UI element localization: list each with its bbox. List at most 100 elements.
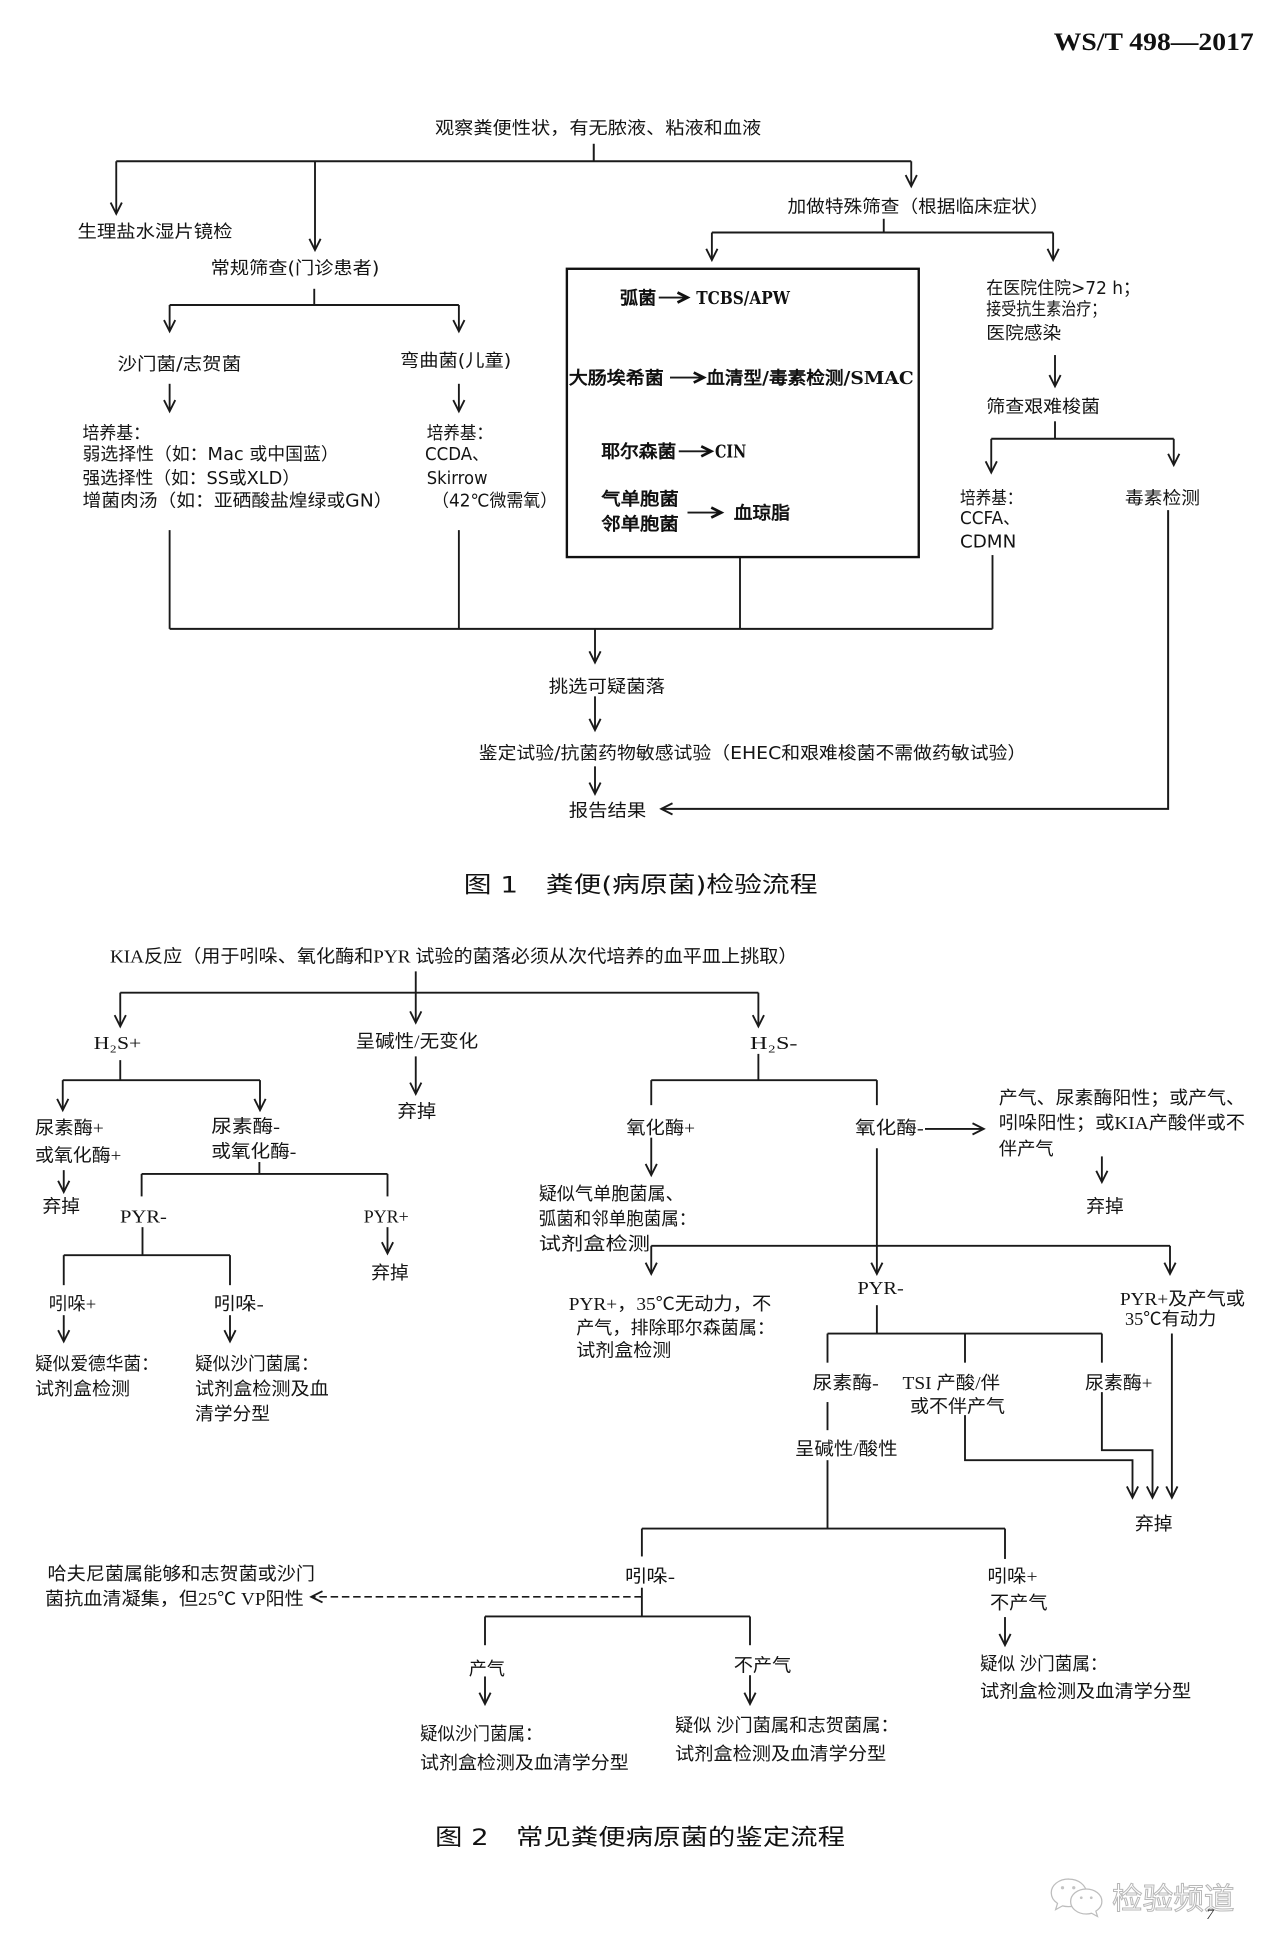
watermark-text: 检验频道	[1112, 1882, 1235, 1917]
result-salmonella-gas: 疑似沙门菌属：	[420, 1724, 543, 1744]
arrow-to-discard	[964, 1415, 1139, 1500]
node-tsi-acid: 或不伴产气	[910, 1397, 1005, 1417]
wechat-icon	[1050, 1878, 1103, 1918]
media-line: CCFA、	[960, 509, 1020, 529]
node-alkaline-no-change: 呈碱性/无变化	[356, 1032, 479, 1052]
figure-2-caption: 图 2 常见粪便病原菌的鉴定流程	[435, 1825, 845, 1851]
node-special-screening: 加做特殊筛查（根据临床症状）	[788, 198, 1049, 218]
arrow-left-to-report	[659, 510, 1170, 816]
media-line: （42℃微需氧）	[432, 491, 557, 511]
media-line: 培养基：	[83, 424, 151, 444]
medium-ecoli: 血清型/毒素检测/SMAC	[706, 368, 914, 389]
note-hafnia: 哈夫尼菌属能够和志贺菌或沙门	[48, 1564, 316, 1584]
media-line: CDMN	[960, 533, 1016, 553]
result-edwardsiella-test: 试剂盒检测	[35, 1379, 130, 1399]
criteria-line: 在医院住院>72 h；	[986, 279, 1140, 299]
media-line: 强选择性（如：SS或XLD）	[83, 469, 301, 489]
node-h2s-negative: H₂S-	[750, 1033, 798, 1053]
node-hospital-criteria: 在医院住院>72 h； 接受抗生素治疗； 医院感染	[986, 279, 1140, 344]
node-cdiff-screening: 筛查艰难梭菌	[986, 398, 1100, 418]
node-discard: 弃掉	[1135, 1514, 1173, 1534]
medium-vibrio: TCBS/APW	[696, 289, 790, 309]
result-salmonella-shigella-test: 试剂盒检测及血清学分型	[675, 1744, 886, 1764]
node-oxidase-negative: 或氧化酶-	[211, 1142, 296, 1162]
organism-yersinia: 耶尔森菌	[601, 442, 676, 463]
media-line: 培养基：	[960, 489, 1023, 509]
node-oxidase-positive: 氧化酶+	[626, 1118, 695, 1138]
node-discard: 弃掉	[1086, 1197, 1124, 1217]
node-identification: 鉴定试验/抗菌药物敏感试验（EHEC和艰难梭菌不需做药敏试验）	[479, 744, 1027, 764]
node-urease-positive: 尿素酶+	[35, 1118, 104, 1138]
h2s-negative-branch: 氧化酶+ 氧化酶- 疑似气单胞菌属、 弧菌和邻单胞菌属： 试剂盒检测 产气、尿素…	[45, 1088, 1245, 1773]
h2s-positive-branch: 尿素酶+ 或氧化酶+ 尿素酶- 或氧化酶- 弃掉 PYR- PYR+ 弃掉 吲哚…	[35, 1117, 409, 1425]
watermark: 检验频道	[1050, 1878, 1235, 1918]
node-pyr-positive-nonmotile: 试剂盒检测	[576, 1340, 671, 1360]
note-hafnia: 菌抗血清凝集，但25℃ VP阳性	[45, 1589, 304, 1609]
node-indole-positive: 吲哚+	[988, 1567, 1038, 1587]
result-salmonella-indole-test: 试剂盒检测及血清学分型	[980, 1682, 1191, 1702]
node-exclusion-criteria: 吲哚阳性；或KIA产酸伴或不	[999, 1113, 1245, 1133]
node-urease-negative: 尿素酶-	[813, 1373, 879, 1393]
node-h2s-positive: H₂S+	[94, 1033, 142, 1053]
node-indole-negative: 吲哚-	[625, 1567, 675, 1587]
result-aeromonas: 弧菌和邻单胞菌属：	[539, 1209, 697, 1229]
figure-1-caption: 图 1 粪便(病原菌)检验流程	[464, 873, 818, 899]
result-salmonella-shigella: 疑似 沙门菌属和志贺菌属：	[675, 1715, 899, 1735]
node-oxidase-positive: 或氧化酶+	[35, 1145, 121, 1165]
organism-aeromonas: 气单胞菌	[600, 489, 679, 510]
node-salmonella-media: 培养基： 弱选择性（如：Mac 或中国蓝） 强选择性（如：SS或XLD） 增菌肉…	[83, 424, 393, 512]
figure-1-flowchart: 观察粪便性状，有无脓液、粘液和血液 生理盐水湿片镜检 常规筛查(门诊患者) 加做…	[78, 119, 1201, 899]
media-line: 增菌肉汤（如：亚硒酸盐煌绿或GN）	[83, 491, 393, 511]
media-line: Skirrow	[427, 469, 488, 489]
special-screening-box: 弧菌 TCBS/APW 大肠埃希菌 血清型/毒素检测/SMAC 耶尔森菌 CIN…	[565, 267, 920, 559]
node-pyr-positive-motile: PYR+及产气或	[1120, 1289, 1245, 1309]
organism-plesiomonas: 邻单胞菌	[601, 514, 679, 535]
result-aeromonas: 试剂盒检测	[539, 1234, 650, 1254]
node-discard: 弃掉	[398, 1102, 437, 1122]
figure-2-connectors	[56, 971, 1179, 1707]
node-exclusion-criteria: 伴产气	[999, 1139, 1054, 1159]
node-pick-colonies: 挑选可疑菌落	[549, 678, 666, 698]
node-no-gas: 不产气	[990, 1593, 1048, 1613]
medium-blood-agar: 血琼脂	[734, 503, 791, 524]
node-no-gas: 不产气	[734, 1655, 792, 1675]
node-routine-screening: 常规筛查(门诊患者)	[211, 259, 380, 279]
result-salmonella-test-cont: 清学分型	[195, 1404, 270, 1424]
figure-1-connectors	[109, 143, 1181, 816]
node-pyr-positive-nonmotile: 产气，排除耶尔森菌属：	[576, 1318, 775, 1338]
node-urease-negative: 尿素酶-	[211, 1117, 280, 1137]
media-line: CCDA、	[425, 445, 489, 465]
organism-ecoli: 大肠埃希菌	[569, 368, 664, 389]
arrow-to-discard	[1100, 1392, 1159, 1500]
medium-yersinia: CIN	[715, 443, 746, 463]
criteria-line: 接受抗生素治疗；	[986, 300, 1106, 320]
node-report: 报告结果	[569, 801, 647, 821]
node-observe-stool: 观察粪便性状，有无脓液、粘液和血液	[435, 119, 761, 139]
node-tsi-acid: TSI 产酸/伴	[903, 1373, 1001, 1393]
node-urease-positive: 尿素酶+	[1085, 1373, 1152, 1393]
node-kia-reaction: KIA反应（用于吲哚、氧化酶和PYR 试验的菌落必须从次代培养的血平皿上挑取）	[110, 947, 798, 967]
node-campylobacter: 弯曲菌(儿童)	[400, 351, 511, 371]
page-number: 7	[1206, 1907, 1215, 1923]
result-salmonella-indole: 疑似 沙门菌属：	[980, 1654, 1108, 1674]
node-discard: 弃掉	[371, 1263, 409, 1283]
media-line: 弱选择性（如：Mac 或中国蓝）	[83, 445, 339, 465]
node-exclusion-criteria: 产气、尿素酶阳性；或产气、	[999, 1088, 1245, 1108]
media-line: 培养基：	[427, 424, 493, 444]
result-aeromonas: 疑似气单胞菌属、	[539, 1184, 684, 1204]
result-salmonella-gas-test: 试剂盒检测及血清学分型	[420, 1753, 629, 1773]
node-discard: 弃掉	[43, 1197, 80, 1217]
node-salmonella-shigella: 沙门菌/志贺菌	[118, 355, 242, 375]
node-pyr-negative: PYR-	[858, 1278, 904, 1298]
result-edwardsiella: 疑似爱德华菌：	[35, 1354, 159, 1374]
node-cdiff-media: 培养基： CCFA、 CDMN	[960, 489, 1023, 553]
node-alkaline-acid: 呈碱性/酸性	[795, 1439, 898, 1459]
organism-vibrio: 弧菌	[620, 288, 656, 309]
node-toxin-test: 毒素检测	[1125, 489, 1200, 509]
node-pyr-positive: PYR+	[364, 1207, 409, 1227]
figure-2-flowchart: KIA反应（用于吲哚、氧化酶和PYR 试验的菌落必须从次代培养的血平皿上挑取） …	[35, 947, 1245, 1852]
node-oxidase-negative: 氧化酶-	[855, 1118, 924, 1138]
result-salmonella-test: 试剂盒检测及血	[195, 1379, 329, 1399]
